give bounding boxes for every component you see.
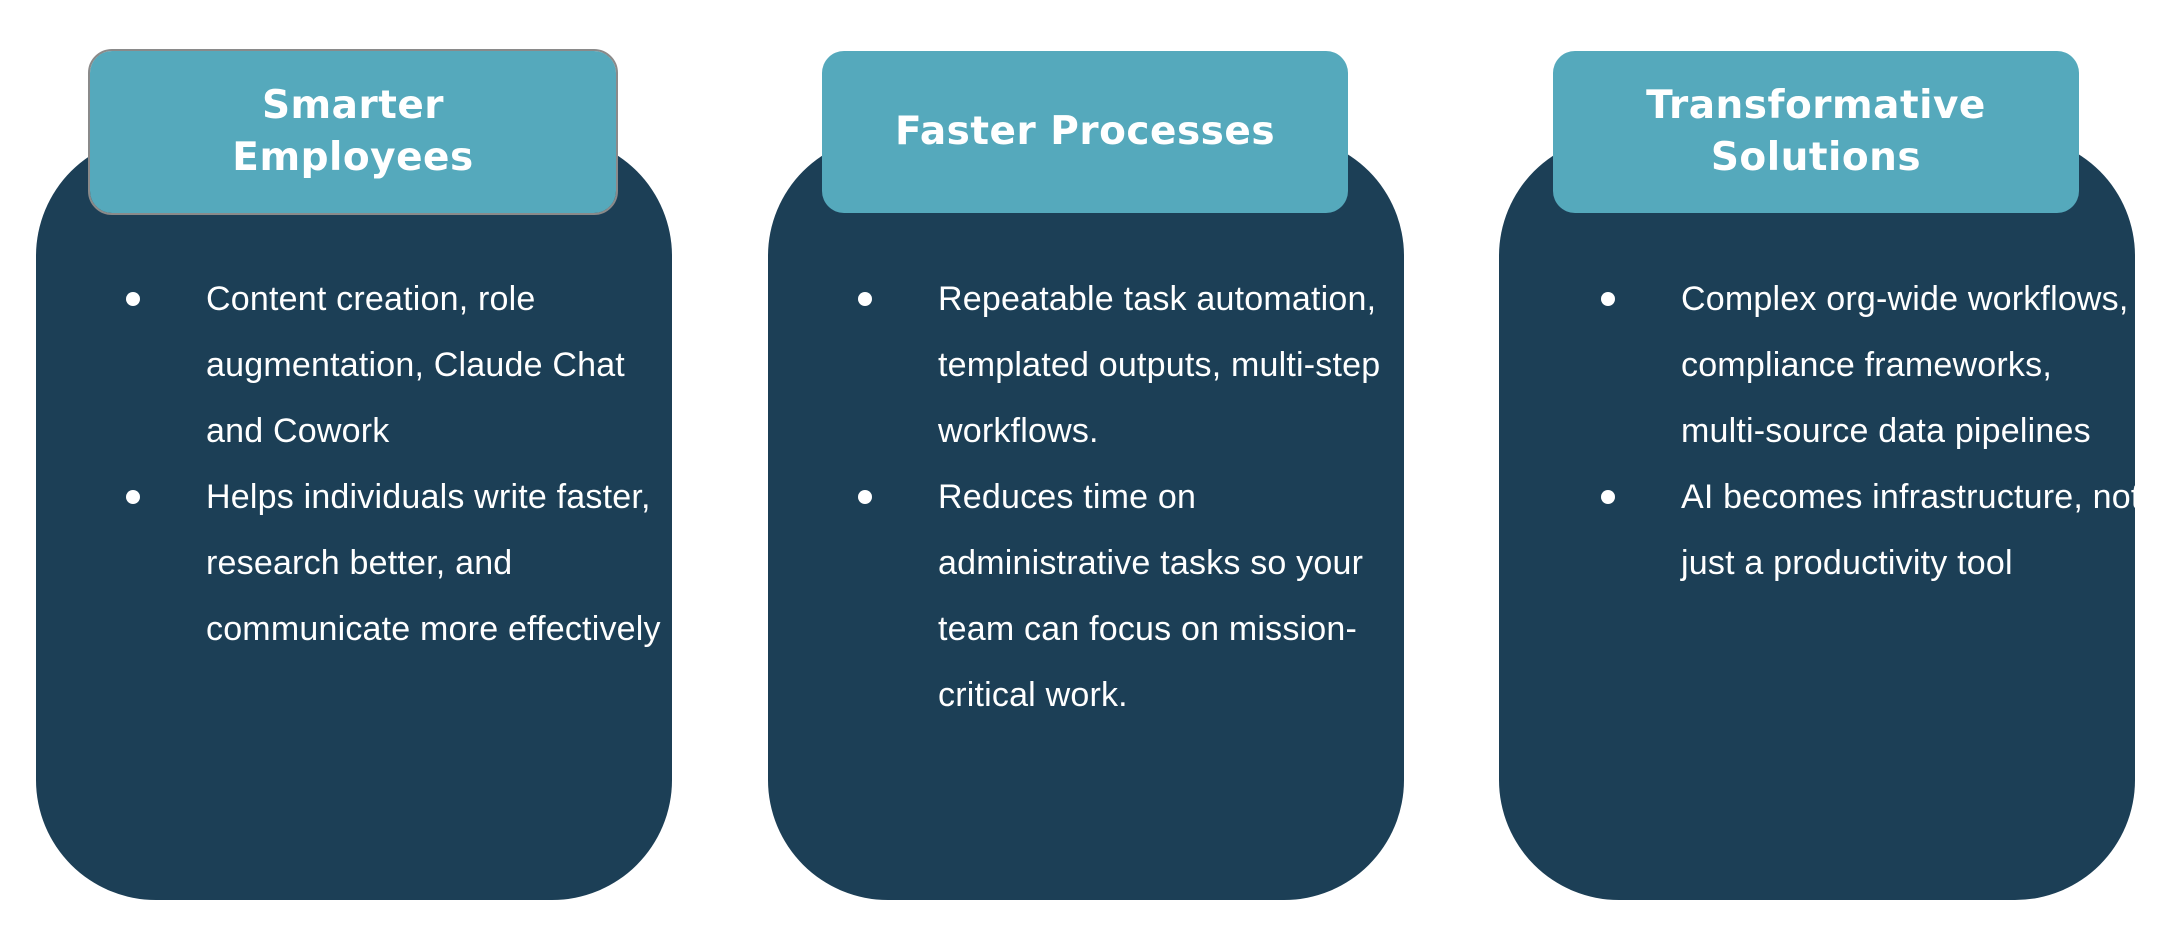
bullet-text: Content creation, role augmentation, Cla… (206, 280, 625, 450)
list-item: Content creation, role augmentation, Cla… (126, 266, 666, 464)
bullet-icon (126, 292, 140, 306)
bullet-icon (1601, 292, 1615, 306)
card-body (1499, 136, 2135, 900)
bullet-text: Repeatable task automation, templated ou… (938, 280, 1381, 450)
card-header[interactable]: Transformative Solutions (1553, 51, 2079, 213)
bullet-text: AI becomes infrastructure, not just a pr… (1681, 478, 2141, 582)
card-title: Smarter Employees (232, 83, 474, 180)
bullet-text: Helps individuals write faster, research… (206, 478, 661, 648)
card-header[interactable]: Faster Processes (822, 51, 1348, 213)
card-body (36, 136, 672, 900)
card-header[interactable]: Smarter Employees (88, 49, 618, 215)
list-item: Repeatable task automation, templated ou… (858, 266, 1398, 464)
list-item: Reduces time on administrative tasks so … (858, 464, 1398, 728)
list-item: AI becomes infrastructure, not just a pr… (1601, 464, 2141, 596)
bullet-icon (858, 490, 872, 504)
bullet-text: Reduces time on administrative tasks so … (938, 478, 1364, 714)
card-smarter-employees: Smarter Employees Content creation, role… (36, 49, 672, 900)
card-title: Faster Processes (894, 109, 1276, 154)
bullet-list: Content creation, role augmentation, Cla… (126, 266, 666, 662)
bullet-icon (858, 292, 872, 306)
bullet-list: Repeatable task automation, templated ou… (858, 266, 1398, 728)
bullet-icon (126, 490, 140, 504)
bullet-icon (1601, 490, 1615, 504)
bullet-list: Complex org-wide workflows, compliance f… (1601, 266, 2141, 596)
card-transformative-solutions: Transformative Solutions Complex org-wid… (1499, 51, 2140, 900)
card-title: Transformative Solutions (1646, 83, 1986, 180)
list-item: Helps individuals write faster, research… (126, 464, 666, 662)
card-faster-processes: Faster Processes Repeatable task automat… (768, 51, 1404, 900)
list-item: Complex org-wide workflows, compliance f… (1601, 266, 2141, 464)
card-body (768, 136, 1404, 900)
bullet-text: Complex org-wide workflows, compliance f… (1681, 280, 2129, 450)
